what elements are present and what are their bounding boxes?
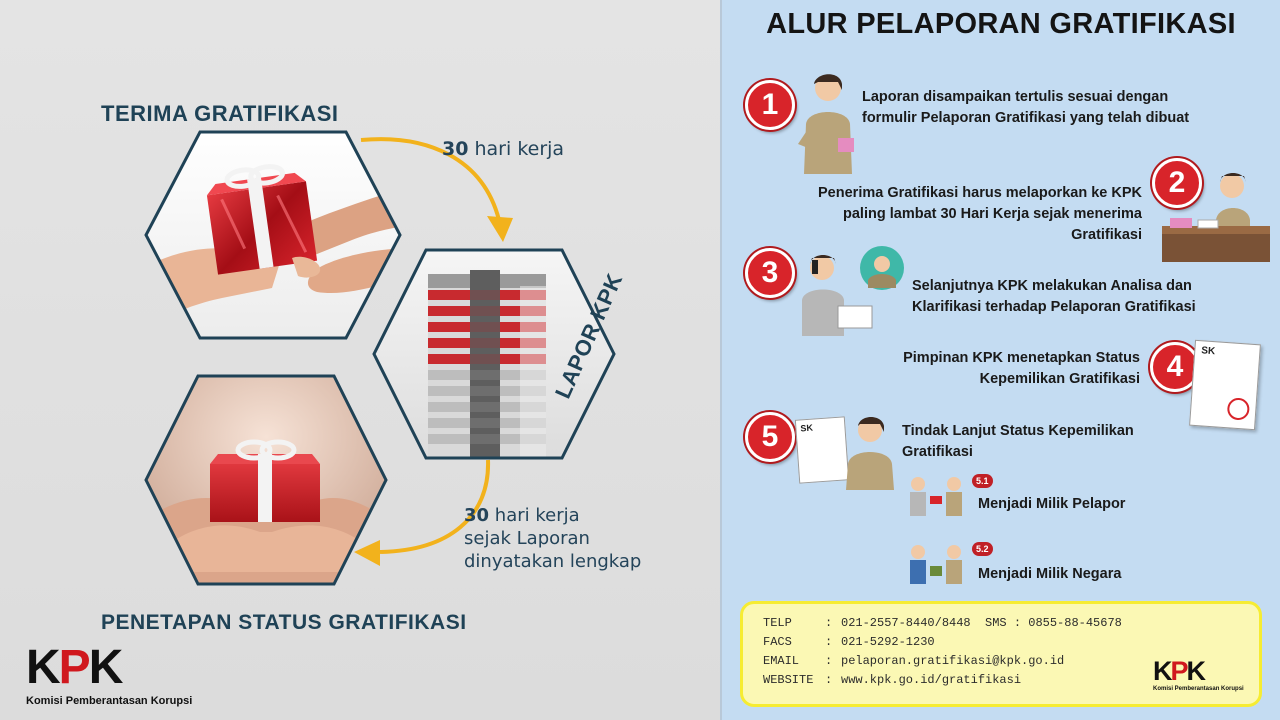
penetapan-status-label: PENETAPAN STATUS GRATIFIKASI [101,611,467,634]
facs-value: 021-5292-1230 [841,635,935,649]
days-bottom-text-3: dinyatakan lengkap [464,551,642,572]
sk-document-small-label: SK [800,422,814,434]
sub-step-5-1-badge: 5.1 [972,474,993,488]
telp-sep: : [825,616,833,630]
contact-row-facs: FACS : 021-5292-1230 [763,635,1122,654]
sub-step-5-1-text: Menjadi Milik Pelapor [978,496,1126,512]
kpk-logo-left-subtitle: Komisi Pemberantasan Korupsi [26,695,193,707]
sub-step-5-2-text: Menjadi Milik Negara [978,566,1122,582]
step-3-text: Selanjutnya KPK melakukan Analisa dan Kl… [912,276,1196,318]
step-1-text: Laporan disampaikan tertulis sesuai deng… [862,87,1189,129]
contact-row-email: EMAIL : pelaporan.gratifikasi@kpk.go.id [763,654,1122,673]
step-4-text: Pimpinan KPK menetapkan Status Kepemilik… [760,348,1140,390]
alur-title: ALUR PELAPORAN GRATIFIKASI [766,8,1236,40]
step-3-line-2: Klarifikasi terhadap Pelaporan Gratifika… [912,299,1196,315]
website-label: WEBSITE [763,673,814,687]
officer-on-phone-illustration [802,246,904,336]
kpk-logo-right-word: KPK [1153,656,1206,686]
facs-label: FACS [763,635,792,649]
hexagon-gift-handover [144,130,402,340]
step-5-badge: 5 [745,412,795,462]
sk-document-label: SK [1200,345,1216,358]
days-top-label: 30 hari kerja [442,138,564,161]
step-3-line-1: Selanjutnya KPK melakukan Analisa dan [912,278,1192,294]
email-label: EMAIL [763,654,800,668]
arrow-top-curve [360,137,513,242]
days-bottom-text-2: sejak Laporan [464,528,590,549]
days-top-text: hari kerja [474,138,565,160]
kpk-logo-left: KPK Komisi Pemberantasan Korupsi [26,641,193,708]
kpk-logo-right-subtitle: Komisi Pemberantasan Korupsi [1153,686,1244,692]
step-3-badge: 3 [745,248,795,298]
sk-document-stamp [1226,397,1251,421]
days-bottom-text-1: hari kerja [494,505,580,526]
step-2-line-3: Gratifikasi [1071,227,1142,243]
kpk-logo-right: KPK Komisi Pemberantasan Korupsi [1153,656,1244,693]
kpk-logo-left-word: KPK [26,641,123,694]
officer-holding-document-illustration [846,417,894,490]
step-2-line-1: Penerima Gratifikasi harus melaporkan ke… [818,185,1142,201]
arrow-bottom-curve [354,459,491,566]
step-5-line-1: Tindak Lanjut Status Kepemilikan [902,423,1134,439]
telp-value: 021-2557-8440/8448 SMS : 0855-88-45678 [841,616,1122,630]
step-4-line-1: Pimpinan KPK menetapkan Status [903,350,1140,366]
days-top-number: 30 [442,138,469,160]
terima-gratifikasi-label: TERIMA GRATIFIKASI [101,101,339,126]
sub-step-5-2-badge: 5.2 [972,542,993,556]
left-panel: TERIMA GRATIFIKASI [0,0,720,720]
email-sep: : [825,654,833,668]
days-bottom-number: 30 [464,505,490,526]
contact-box: TELP : 021-2557-8440/8448 SMS : 0855-88-… [740,601,1262,707]
facs-sep: : [825,635,833,649]
step-1-line-2: formulir Pelaporan Gratifikasi yang tela… [862,110,1190,126]
contact-row-website: WEBSITE : www.kpk.go.id/gratifikasi [763,673,1122,692]
website-sep: : [825,673,833,687]
step-2-text: Penerima Gratifikasi harus melaporkan ke… [700,183,1142,246]
sk-document: SK [1189,339,1261,431]
hexagon-kpk-building [372,248,616,460]
handover-to-state-illustration [910,545,962,584]
step-4-line-2: Kepemilikan Gratifikasi [979,371,1140,387]
officer-at-desk-illustration [1162,173,1270,262]
contact-row-telp: TELP : 021-2557-8440/8448 SMS : 0855-88-… [763,616,1122,635]
days-bottom-label: 30 hari kerja sejak Laporan dinyatakan l… [464,504,641,573]
handover-to-reporter-illustration [910,477,962,516]
officer-holding-gift-illustration [798,74,854,174]
hexagon-gift-in-hands [144,374,388,586]
step-1-line-1: Laporan disampaikan tertulis sesuai deng… [862,89,1169,105]
step-2-badge: 2 [1152,158,1202,208]
step-2-line-2: paling lambat 30 Hari Kerja sejak meneri… [843,206,1142,222]
website-value[interactable]: www.kpk.go.id/gratifikasi [841,673,1022,687]
step-1-badge: 1 [745,80,795,130]
telp-label: TELP [763,616,792,630]
email-value[interactable]: pelaporan.gratifikasi@kpk.go.id [841,654,1065,668]
contact-table: TELP : 021-2557-8440/8448 SMS : 0855-88-… [763,616,1122,692]
step-5-text: Tindak Lanjut Status Kepemilikan Gratifi… [902,421,1134,463]
step-5-line-2: Gratifikasi [902,444,973,460]
